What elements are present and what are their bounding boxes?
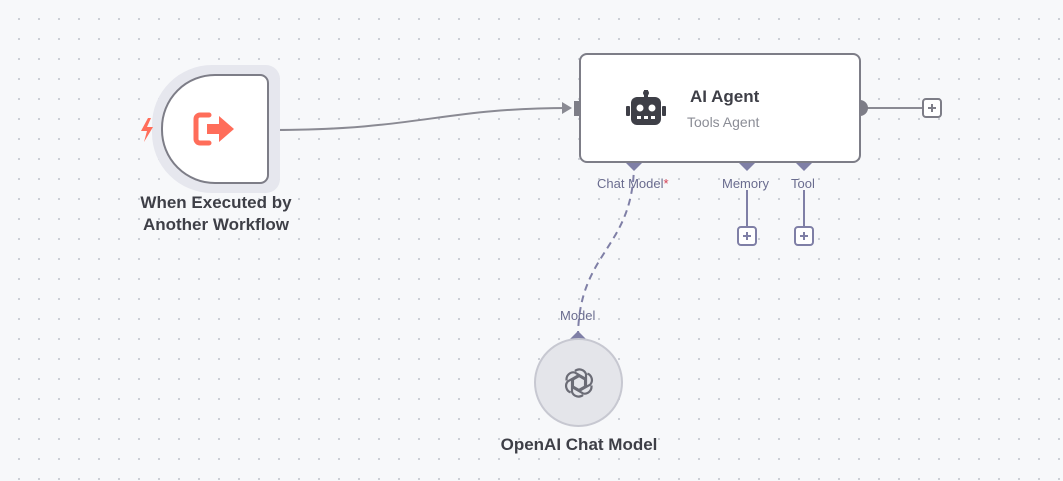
openai-node-label: OpenAI Chat Model <box>500 435 658 454</box>
openai-logo-icon <box>564 367 593 398</box>
connection-trigger-to-agent[interactable] <box>270 107 571 131</box>
add-tool-button[interactable] <box>794 226 814 246</box>
connection-model-to-agent[interactable] <box>577 162 635 339</box>
robot-icon <box>626 90 666 125</box>
trigger-node-label: When Executed by Another Workflow <box>126 192 306 236</box>
agent-subtitle: Tools Agent <box>687 114 760 130</box>
chat-model-label-text: Chat Model <box>597 176 664 191</box>
lightning-bolt-icon <box>141 118 153 142</box>
add-next-node-button[interactable] <box>922 98 942 118</box>
input-arrow <box>562 102 572 114</box>
agent-input-port[interactable] <box>574 101 581 116</box>
tool-port-label: Tool <box>791 176 815 191</box>
agent-title: AI Agent <box>690 87 760 106</box>
chat-model-port-label: Chat Model* <box>597 176 669 191</box>
trigger-label-line1: When Executed by <box>140 193 292 212</box>
trigger-label-line2: Another Workflow <box>142 215 290 234</box>
sign-out-arrow-icon <box>193 112 234 146</box>
openai-chat-model-node[interactable] <box>534 338 623 427</box>
model-port-label: Model <box>560 308 596 323</box>
add-memory-button[interactable] <box>737 226 757 246</box>
ai-agent-node[interactable]: AI Agent Tools Agent <box>579 53 861 163</box>
trigger-node[interactable] <box>161 74 269 184</box>
required-marker: * <box>663 176 669 191</box>
memory-port-label: Memory <box>722 176 769 191</box>
